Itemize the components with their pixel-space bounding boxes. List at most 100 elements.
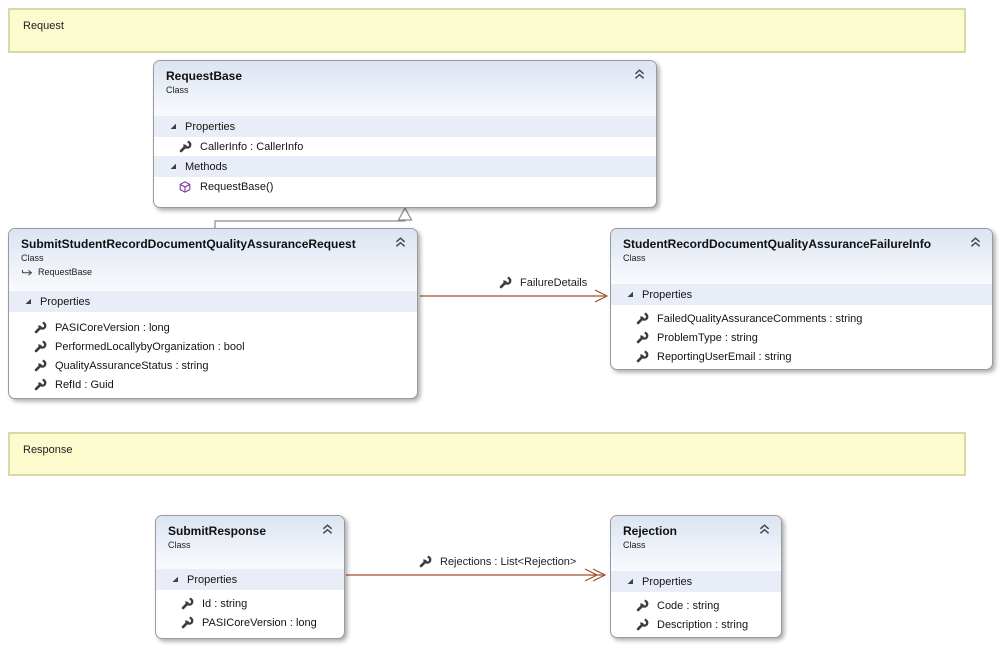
collapse-button[interactable] — [394, 235, 407, 248]
collapse-button[interactable] — [633, 67, 646, 80]
property-row[interactable]: ReportingUserEmail : string — [611, 347, 992, 366]
class-kind-label: Class — [21, 253, 44, 263]
connector-label-text: FailureDetails — [520, 277, 588, 289]
property-row[interactable]: RefId : Guid — [9, 375, 417, 394]
double-chevron-up-icon — [759, 524, 770, 535]
property-wrench-icon — [419, 555, 432, 568]
collapse-button[interactable] — [758, 522, 771, 535]
property-wrench-icon — [34, 320, 47, 333]
property-wrench-icon — [181, 615, 194, 628]
section-row-methods[interactable]: Methods — [154, 156, 656, 177]
property-wrench-icon — [636, 598, 649, 611]
property-row[interactable]: Id : string — [156, 594, 344, 613]
method-row[interactable]: RequestBase() — [154, 177, 656, 196]
section-row-properties[interactable]: Properties — [9, 291, 417, 312]
class-box-rejection[interactable]: Rejection Class Properties Code : string… — [610, 515, 782, 638]
member-text: PASICoreVersion : long — [202, 616, 317, 629]
member-text: ProblemType : string — [657, 331, 758, 344]
section-label: Properties — [642, 288, 693, 301]
class-box-submitstudentrecorddocumentqualityassurancerequest[interactable]: SubmitStudentRecordDocumentQualityAssura… — [8, 228, 418, 399]
class-box-studentrecorddocumentqualityassurancefailureinfo[interactable]: StudentRecordDocumentQualityAssuranceFai… — [610, 228, 993, 370]
collapse-button[interactable] — [969, 235, 982, 248]
expander-icon[interactable] — [626, 577, 635, 586]
property-row[interactable]: Code : string — [611, 596, 781, 615]
class-header: SubmitResponse Class — [156, 516, 344, 569]
inherits-arrow-icon — [22, 269, 32, 276]
association-double-arrowhead — [584, 568, 599, 582]
property-row[interactable]: FailedQualityAssuranceComments : string — [611, 309, 992, 328]
member-text: CallerInfo : CallerInfo — [200, 140, 304, 153]
comment-box-request[interactable]: Request — [8, 8, 966, 53]
method-cube-icon — [179, 180, 191, 193]
class-kind-label: Class — [166, 85, 189, 95]
class-title: RequestBase — [166, 69, 243, 83]
property-row[interactable]: PerformedLocallybyOrganization : bool — [9, 337, 417, 356]
member-text: ReportingUserEmail : string — [657, 350, 792, 363]
section-label: Methods — [185, 160, 228, 173]
class-title: StudentRecordDocumentQualityAssuranceFai… — [623, 237, 932, 251]
class-header: SubmitStudentRecordDocumentQualityAssura… — [9, 229, 417, 291]
class-box-requestbase[interactable]: RequestBase Class Properties CallerInfo … — [153, 60, 657, 208]
property-row[interactable]: CallerInfo : CallerInfo — [154, 137, 656, 156]
class-box-submitresponse[interactable]: SubmitResponse Class Properties Id : str… — [155, 515, 345, 639]
property-wrench-icon — [34, 377, 47, 390]
property-wrench-icon — [179, 139, 192, 152]
property-wrench-icon — [636, 330, 649, 343]
section-row-properties[interactable]: Properties — [154, 116, 656, 137]
class-kind-label: Class — [623, 253, 646, 263]
base-class-row: RequestBase — [21, 265, 391, 279]
member-text: Description : string — [657, 618, 749, 631]
section-label: Properties — [642, 575, 693, 588]
class-header: Rejection Class — [611, 516, 781, 571]
expander-icon[interactable] — [24, 297, 33, 306]
section-label: Properties — [185, 120, 236, 133]
member-text: RequestBase() — [200, 180, 274, 193]
class-title: SubmitStudentRecordDocumentQualityAssura… — [21, 237, 356, 251]
property-wrench-icon — [636, 617, 649, 630]
member-text: Code : string — [657, 599, 720, 612]
double-chevron-up-icon — [970, 237, 981, 248]
section-row-properties[interactable]: Properties — [611, 284, 992, 305]
property-wrench-icon — [34, 339, 47, 352]
expander-icon[interactable] — [169, 162, 178, 171]
property-row[interactable]: PASICoreVersion : long — [156, 613, 344, 632]
property-wrench-icon — [499, 276, 512, 289]
property-row[interactable]: ProblemType : string — [611, 328, 992, 347]
class-header: RequestBase Class — [154, 61, 656, 116]
inheritance-connector-line[interactable] — [214, 220, 406, 228]
base-class-name: RequestBase — [38, 267, 93, 277]
expander-icon[interactable] — [626, 290, 635, 299]
property-wrench-icon — [636, 349, 649, 362]
comment-label: Request — [23, 20, 64, 32]
property-row[interactable]: Description : string — [611, 615, 781, 634]
association-label-rejections[interactable]: Rejections : List<Rejection> — [418, 555, 576, 569]
section-row-properties[interactable]: Properties — [156, 569, 344, 590]
section-row-properties[interactable]: Properties — [611, 571, 781, 592]
double-chevron-up-icon — [395, 237, 406, 248]
comment-label: Response — [23, 444, 73, 456]
section-label: Properties — [187, 573, 238, 586]
association-arrowhead — [594, 289, 609, 303]
member-text: QualityAssuranceStatus : string — [55, 359, 209, 372]
member-text: PASICoreVersion : long — [55, 321, 170, 334]
connector-label-text: Rejections : List<Rejection> — [440, 556, 577, 568]
class-header: StudentRecordDocumentQualityAssuranceFai… — [611, 229, 992, 284]
member-text: FailedQualityAssuranceComments : string — [657, 312, 863, 325]
member-text: PerformedLocallybyOrganization : bool — [55, 340, 245, 353]
association-label-failuredetails[interactable]: FailureDetails — [498, 276, 587, 290]
member-text: RefId : Guid — [55, 378, 114, 391]
expander-icon[interactable] — [169, 122, 178, 131]
class-kind-label: Class — [623, 540, 646, 550]
member-text: Id : string — [202, 597, 248, 610]
property-row[interactable]: PASICoreVersion : long — [9, 318, 417, 337]
double-chevron-up-icon — [322, 524, 333, 535]
property-wrench-icon — [181, 596, 194, 609]
comment-box-response[interactable]: Response — [8, 432, 966, 476]
inheritance-triangle-arrowhead — [397, 206, 413, 221]
collapse-button[interactable] — [321, 522, 334, 535]
association-double-arrowhead — [592, 568, 607, 582]
property-row[interactable]: QualityAssuranceStatus : string — [9, 356, 417, 375]
expander-icon[interactable] — [171, 575, 180, 584]
class-title: Rejection — [623, 524, 678, 538]
